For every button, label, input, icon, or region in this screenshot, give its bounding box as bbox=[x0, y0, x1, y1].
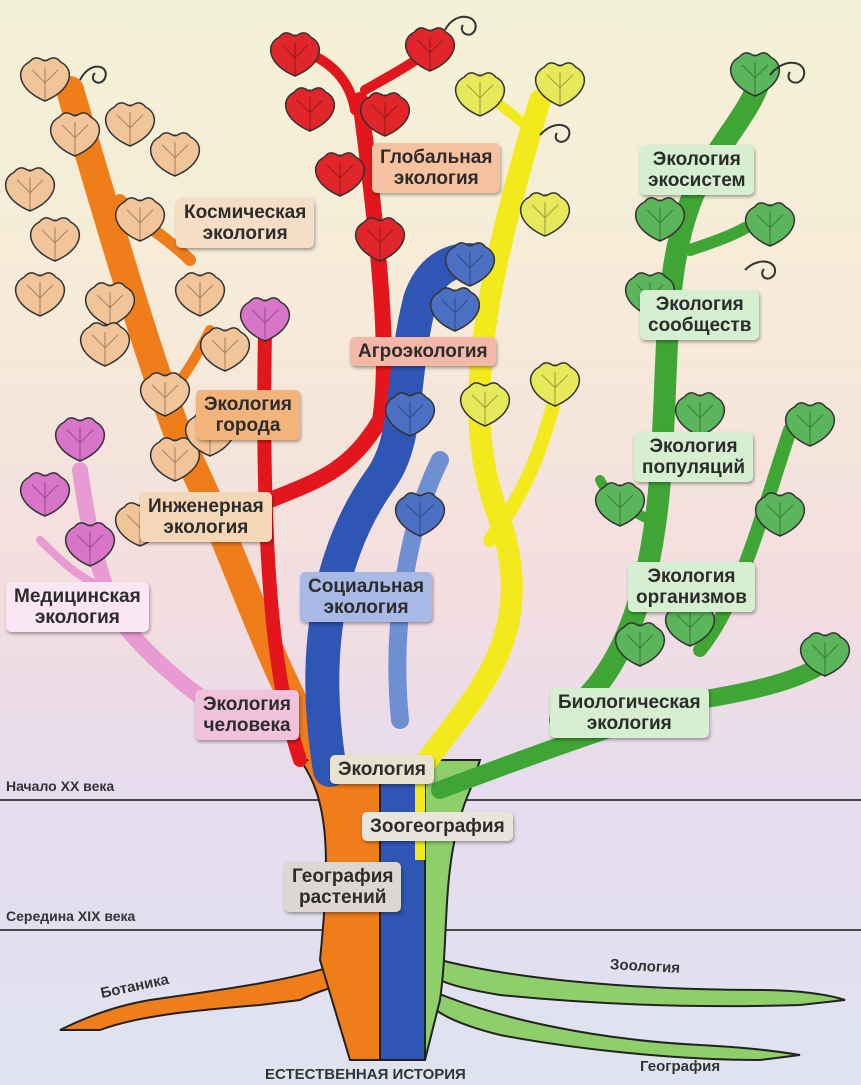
label-social-ecology: Социальнаяэкология bbox=[300, 572, 432, 622]
root-label-geography: География bbox=[640, 1058, 720, 1075]
era-label-early-20th: Начало XX века bbox=[6, 778, 114, 794]
era-label-mid-19th: Середина XIX века bbox=[6, 908, 135, 924]
root-label-natural-history: ЕСТЕСТВЕННАЯ ИСТОРИЯ bbox=[265, 1066, 466, 1083]
label-engineering-ecology: Инженернаяэкология bbox=[140, 492, 272, 542]
label-ecology: Экология bbox=[330, 755, 434, 784]
label-agroecology: Агроэкология bbox=[350, 337, 496, 366]
root-label-zoology: Зоология bbox=[610, 956, 681, 977]
label-biological-ecology: Биологическаяэкология bbox=[550, 688, 709, 738]
label-zoogeography: Зоогеография bbox=[362, 812, 513, 841]
branch-yellow bbox=[420, 100, 540, 770]
